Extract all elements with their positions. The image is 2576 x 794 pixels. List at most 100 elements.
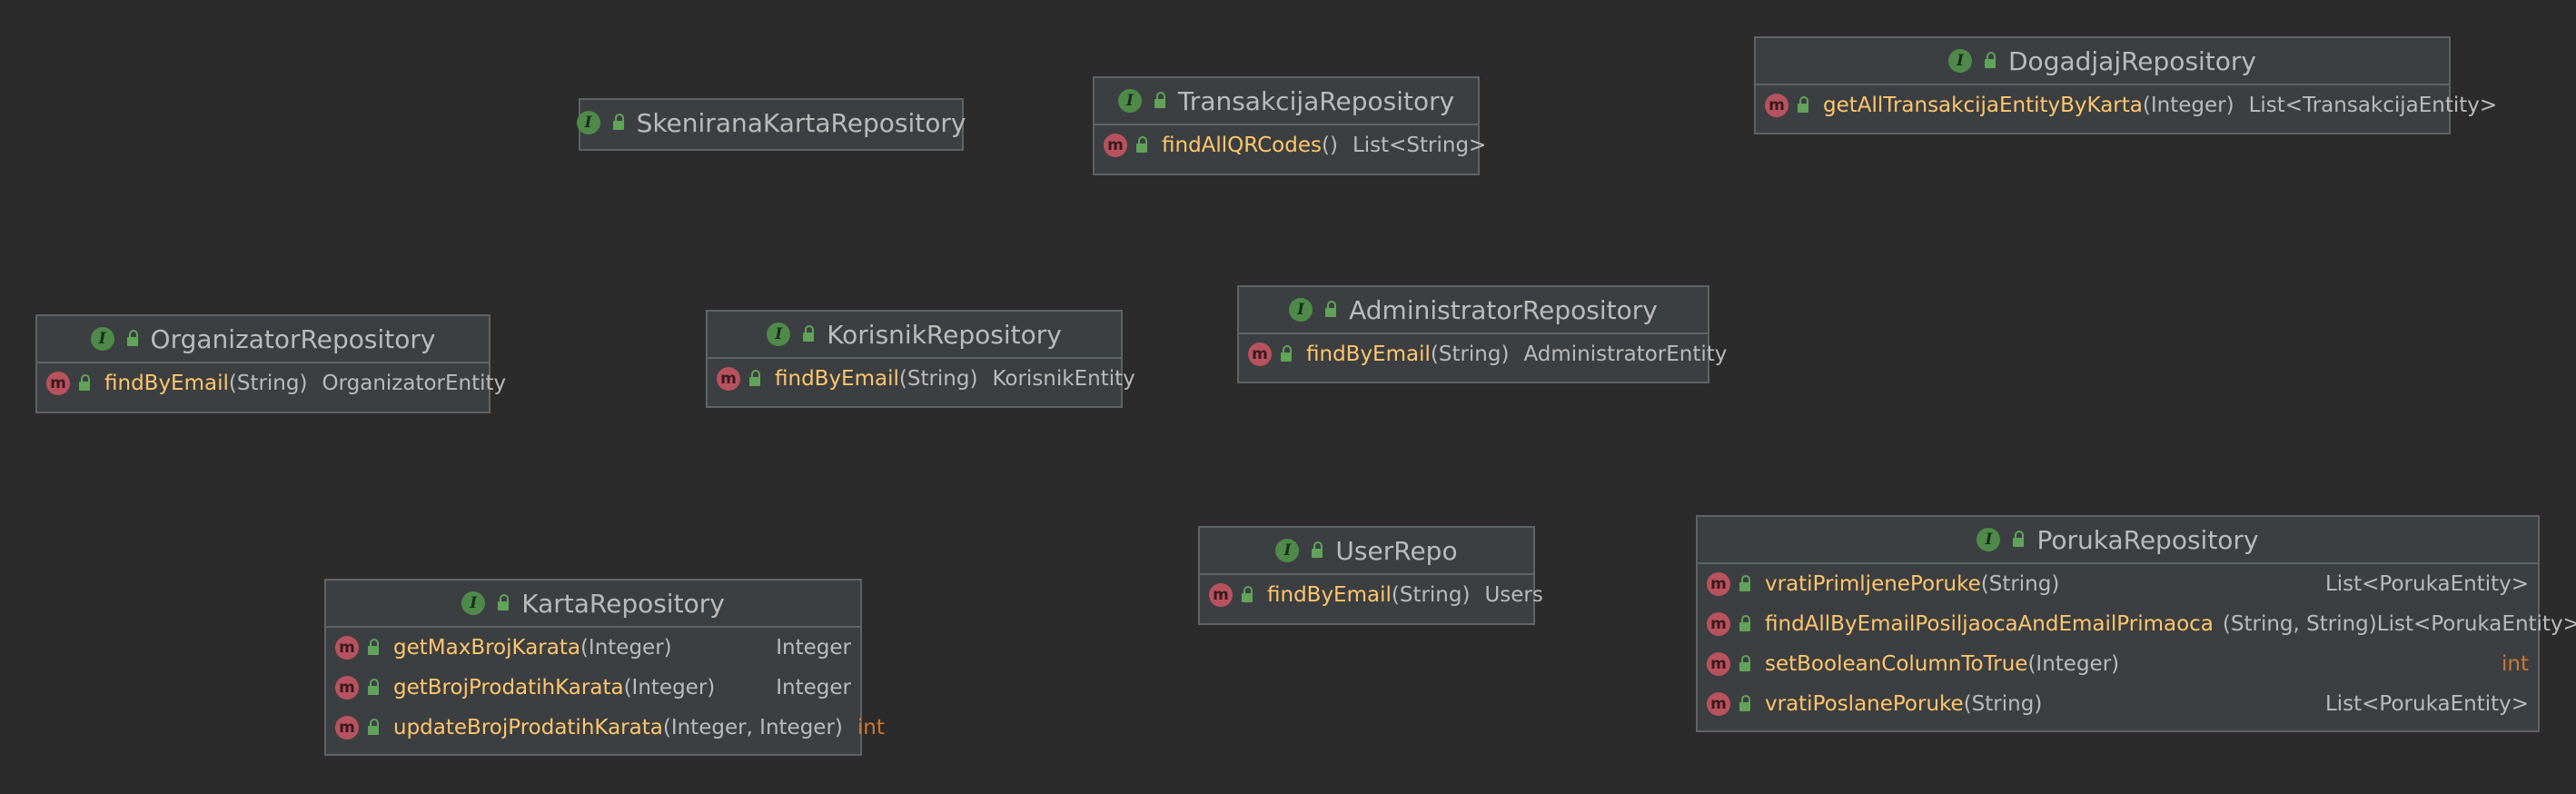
public-visibility-icon bbox=[612, 114, 624, 130]
method-params: (Integer) bbox=[2027, 652, 2120, 676]
interface-icon: I bbox=[90, 327, 114, 351]
method-row[interactable]: m vratiPrimljenePoruke (String) List<Por… bbox=[1698, 564, 2538, 604]
method-return-type: List<String> bbox=[1352, 134, 1487, 157]
class-box-dogadjaj-repository[interactable]: I DogadjajRepository m getAllTransakcija… bbox=[1754, 36, 2497, 134]
method-return-type: int bbox=[857, 716, 885, 739]
interface-icon: I bbox=[576, 111, 600, 134]
public-visibility-icon bbox=[1739, 615, 1750, 631]
method-params: (Integer) bbox=[623, 676, 716, 700]
class-name: DogadjajRepository bbox=[2008, 45, 2256, 76]
class-box-user-repo[interactable]: I UserRepo m findByEmail (String) Users bbox=[1198, 526, 1543, 625]
public-visibility-icon bbox=[368, 719, 379, 735]
method-row[interactable]: m getMaxBrojKarata (Integer) Integer bbox=[326, 628, 860, 668]
public-visibility-icon bbox=[1985, 52, 1996, 68]
method-list: m findByEmail (String) OrganizatorEntity bbox=[37, 362, 506, 403]
public-visibility-icon bbox=[368, 639, 379, 655]
method-row[interactable]: m findByEmail (String) AdministratorEnti… bbox=[1239, 334, 1727, 374]
class-header: I TransakcijaRepository bbox=[1095, 78, 1478, 124]
class-box-administrator-repository[interactable]: I AdministratorRepository m findByEmail … bbox=[1237, 285, 1727, 383]
public-visibility-icon bbox=[498, 594, 510, 610]
method-icon: m bbox=[335, 636, 359, 660]
method-list: m findByEmail (String) Users bbox=[1200, 573, 1543, 615]
method-row[interactable]: m setBooleanColumnToTrue (Integer) int bbox=[1698, 644, 2538, 684]
method-name: getAllTransakcijaEntityByKarta bbox=[1823, 94, 2143, 117]
method-name: vratiPrimljenePoruke bbox=[1765, 572, 1981, 596]
method-list: m getMaxBrojKarata (Integer) Integer m g… bbox=[326, 626, 885, 748]
public-visibility-icon bbox=[126, 330, 138, 346]
method-icon: m bbox=[335, 716, 359, 739]
class-name: KartaRepository bbox=[521, 588, 725, 619]
method-list: m findAllQRCodes () List<String> bbox=[1095, 124, 1486, 165]
class-header: I OrganizatorRepository bbox=[37, 316, 489, 362]
public-visibility-icon bbox=[1739, 695, 1750, 711]
method-return-type: Integer bbox=[776, 676, 851, 700]
class-box-poruka-repository[interactable]: I PorukaRepository m vratiPrimljenePoruk… bbox=[1696, 515, 2576, 732]
method-name: findAllByEmailPosiljaocaAndEmailPrimaoca bbox=[1765, 612, 2214, 636]
class-name: PorukaRepository bbox=[2036, 524, 2259, 555]
class-header: I KartaRepository bbox=[326, 581, 860, 626]
class-box-transakcija-repository[interactable]: I TransakcijaRepository m findAllQRCodes… bbox=[1093, 76, 1486, 175]
interface-icon: I bbox=[1275, 539, 1300, 562]
method-return-type: KorisnikEntity bbox=[992, 367, 1135, 391]
class-header: I AdministratorRepository bbox=[1239, 287, 1708, 332]
method-row[interactable]: m getBrojProdatihKarata (Integer) Intege… bbox=[326, 668, 860, 708]
public-visibility-icon bbox=[1312, 541, 1323, 558]
class-name: TransakcijaRepository bbox=[1177, 85, 1455, 116]
method-icon: m bbox=[46, 372, 70, 395]
method-return-type: Integer bbox=[776, 636, 851, 660]
public-visibility-icon bbox=[1154, 92, 1165, 108]
method-row[interactable]: m findByEmail (String) OrganizatorEntity bbox=[37, 363, 506, 403]
method-return-type: OrganizatorEntity bbox=[322, 372, 507, 395]
method-name: getBrojProdatihKarata bbox=[393, 676, 624, 700]
public-visibility-icon bbox=[749, 370, 760, 386]
class-name: OrganizatorRepository bbox=[150, 323, 436, 354]
method-name: findByEmail bbox=[104, 372, 229, 395]
public-visibility-icon bbox=[2013, 531, 2025, 547]
method-icon: m bbox=[1248, 342, 1272, 366]
method-return-type: List<TransakcijaEntity> bbox=[2248, 94, 2498, 117]
method-row[interactable]: m findByEmail (String) KorisnikEntity bbox=[708, 359, 1135, 399]
method-name: setBooleanColumnToTrue bbox=[1765, 652, 2028, 676]
method-name: findByEmail bbox=[1267, 583, 1392, 607]
public-visibility-icon bbox=[368, 679, 379, 695]
method-icon: m bbox=[717, 367, 740, 391]
class-name: SkeniranaKartaRepository bbox=[636, 107, 966, 138]
public-visibility-icon bbox=[803, 325, 815, 342]
method-name: vratiPoslanePoruke bbox=[1765, 692, 1964, 716]
class-box-karta-repository[interactable]: I KartaRepository m getMaxBrojKarata (In… bbox=[324, 579, 885, 756]
method-row[interactable]: m getAllTransakcijaEntityByKarta (Intege… bbox=[1756, 85, 2497, 125]
method-icon: m bbox=[1707, 652, 1730, 676]
method-name: findAllQRCodes bbox=[1162, 134, 1322, 157]
method-name: findByEmail bbox=[775, 367, 899, 391]
public-visibility-icon bbox=[1798, 96, 1808, 113]
method-params: () bbox=[1321, 134, 1338, 157]
method-row[interactable]: m findAllByEmailPosiljaocaAndEmailPrimao… bbox=[1698, 604, 2576, 644]
class-header: I SkeniranaKartaRepository bbox=[576, 100, 966, 145]
interface-icon: I bbox=[1977, 528, 2001, 551]
interface-icon: I bbox=[767, 323, 791, 346]
method-return-type: List<PorukaEntity> bbox=[2376, 612, 2576, 636]
class-box-skenirana-karta-repository[interactable]: I SkeniranaKartaRepository bbox=[576, 98, 966, 151]
method-icon: m bbox=[1209, 583, 1233, 607]
class-header: I DogadjajRepository bbox=[1756, 38, 2449, 84]
class-header: I KorisnikRepository bbox=[708, 312, 1121, 357]
method-return-type: Users bbox=[1484, 583, 1543, 607]
method-icon: m bbox=[1707, 572, 1730, 596]
method-return-type: List<PorukaEntity> bbox=[2324, 572, 2529, 596]
method-params: (Integer) bbox=[2142, 94, 2234, 117]
class-box-organizator-repository[interactable]: I OrganizatorRepository m findByEmail (S… bbox=[35, 314, 506, 413]
method-return-type: AdministratorEntity bbox=[1523, 342, 1728, 366]
method-row[interactable]: m findByEmail (String) Users bbox=[1200, 575, 1543, 615]
class-box-korisnik-repository[interactable]: I KorisnikRepository m findByEmail (Stri… bbox=[706, 310, 1135, 408]
method-row[interactable]: m findAllQRCodes () List<String> bbox=[1095, 125, 1486, 165]
interface-icon: I bbox=[1117, 89, 1142, 113]
method-list: m vratiPrimljenePoruke (String) List<Por… bbox=[1698, 562, 2576, 724]
class-name: AdministratorRepository bbox=[1349, 294, 1658, 325]
method-icon: m bbox=[335, 676, 359, 700]
method-icon: m bbox=[1104, 134, 1127, 157]
interface-icon: I bbox=[1289, 298, 1313, 322]
method-params: (String) bbox=[898, 367, 978, 391]
method-row[interactable]: m updateBrojProdatihKarata (Integer, Int… bbox=[326, 708, 885, 748]
interface-icon: I bbox=[1948, 49, 1972, 73]
method-row[interactable]: m vratiPoslanePoruke (String) List<Poruk… bbox=[1698, 684, 2538, 724]
